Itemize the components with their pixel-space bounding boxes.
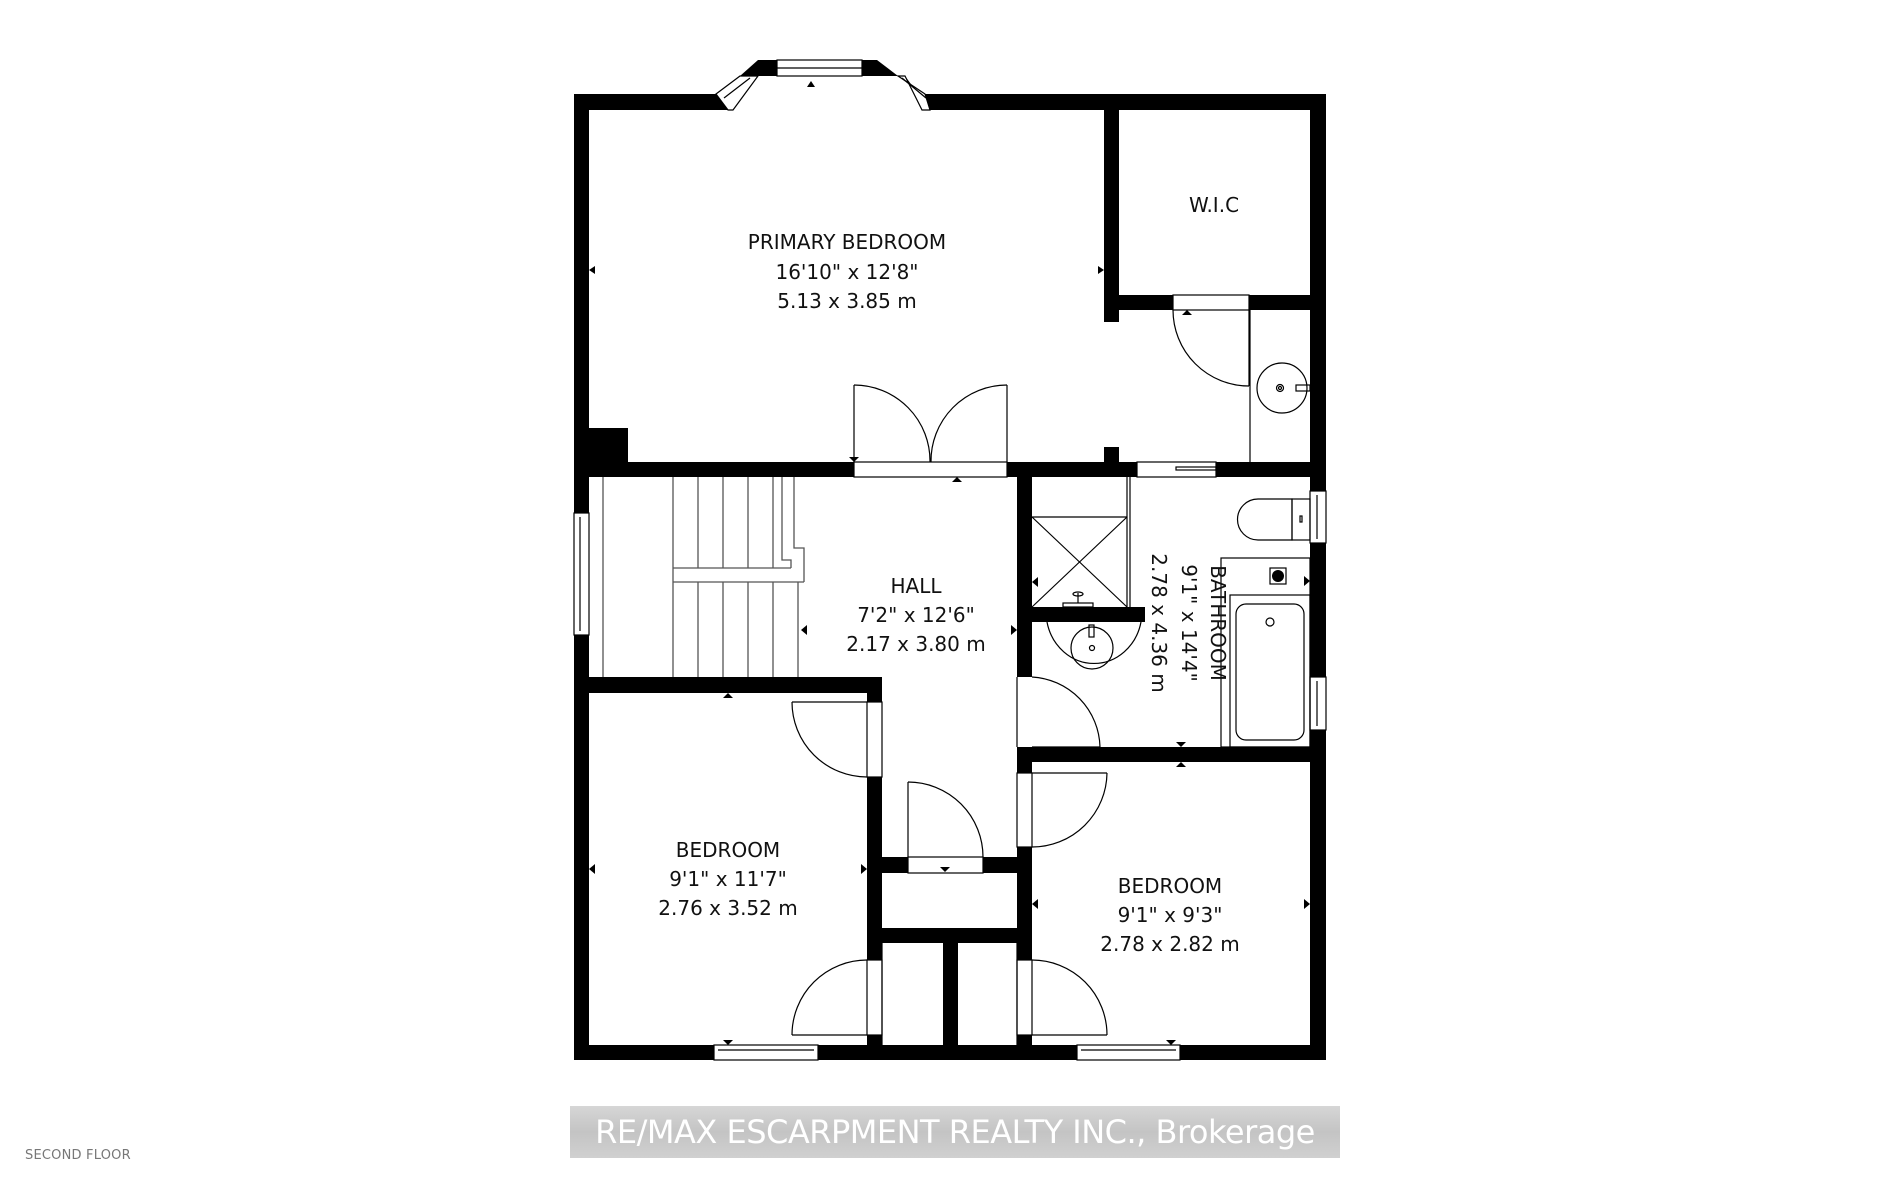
brokerage-watermark: RE/MAX ESCARPMENT REALTY INC., Brokerage bbox=[570, 1106, 1340, 1158]
room-name: W.I.C bbox=[1189, 193, 1239, 217]
room-dimensions-metric: 5.13 x 3.85 m bbox=[777, 289, 916, 313]
room-bedroom-left: BEDROOM 9'1" x 11'7" 2.76 x 3.52 m bbox=[658, 838, 797, 920]
interior-walls bbox=[589, 110, 1310, 1045]
room-wic: W.I.C bbox=[1189, 193, 1239, 217]
room-dimensions-metric: 2.78 x 4.36 m bbox=[1147, 553, 1171, 692]
staircase bbox=[602, 477, 805, 677]
room-bedroom-right: BEDROOM 9'1" x 9'3" 2.78 x 2.82 m bbox=[1100, 874, 1239, 956]
bathroom-fixtures bbox=[1031, 477, 1311, 748]
room-name: BATHROOM bbox=[1206, 565, 1230, 681]
windows bbox=[573, 490, 1327, 1061]
room-name: PRIMARY BEDROOM bbox=[748, 230, 946, 254]
room-dimensions-metric: 2.17 x 3.80 m bbox=[846, 632, 985, 656]
floor-label: SECOND FLOOR bbox=[25, 1148, 131, 1163]
doors bbox=[791, 294, 1250, 1045]
room-name: BEDROOM bbox=[676, 838, 780, 862]
room-dimensions-metric: 2.76 x 3.52 m bbox=[658, 896, 797, 920]
dimension-markers bbox=[589, 266, 1310, 1045]
ensuite-fixtures bbox=[1249, 310, 1311, 462]
room-dimensions-imperial: 7'2" x 12'6" bbox=[857, 603, 975, 627]
room-name: HALL bbox=[890, 574, 942, 598]
room-bathroom: BATHROOM 9'1" x 14'4" 2.78 x 4.36 m bbox=[1147, 553, 1230, 692]
bay-window bbox=[715, 59, 931, 111]
room-dimensions-imperial: 16'10" x 12'8" bbox=[775, 260, 918, 284]
exterior-walls bbox=[574, 60, 1326, 1060]
room-name: BEDROOM bbox=[1118, 874, 1222, 898]
room-dimensions-metric: 2.78 x 2.82 m bbox=[1100, 932, 1239, 956]
room-dimensions-imperial: 9'1" x 11'7" bbox=[669, 867, 787, 891]
room-dimensions-imperial: 9'1" x 9'3" bbox=[1118, 903, 1223, 927]
room-hall: HALL 7'2" x 12'6" 2.17 x 3.80 m bbox=[846, 574, 985, 656]
room-primary-bedroom: PRIMARY BEDROOM 16'10" x 12'8" 5.13 x 3.… bbox=[748, 230, 946, 313]
room-dimensions-imperial: 9'1" x 14'4" bbox=[1177, 564, 1201, 682]
